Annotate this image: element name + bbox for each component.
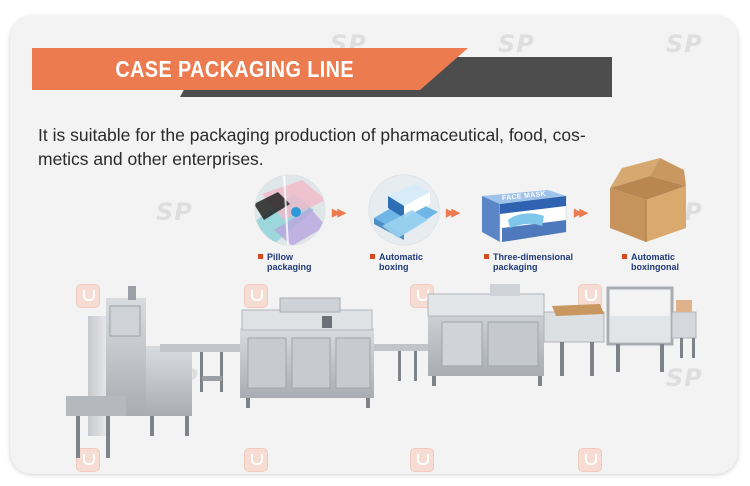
bullet-icon (258, 254, 263, 259)
arrow-right-icon: ▶▶ (574, 207, 588, 219)
watermark-logo-icon (76, 448, 100, 472)
automatic-boxing-machine (240, 297, 374, 408)
description-line: metics and other enterprises. (38, 149, 264, 169)
bullet-icon (622, 254, 627, 259)
title-banner: CASE PACKAGING LINE (32, 48, 468, 90)
three-dimensional-packaging-machine (427, 284, 545, 386)
bullet-icon (484, 254, 489, 259)
conveyor-belt (374, 344, 430, 381)
automatic-boxing-image (368, 174, 440, 246)
carton-box-image (610, 158, 686, 242)
page-title: CASE PACKAGING LINE (115, 55, 355, 82)
case-packing-machine (543, 286, 697, 376)
arrow-right-icon: ▶▶ (332, 207, 346, 219)
main-card: SP SP SP SP SP SP SP CASE PACKAGING LINE… (10, 16, 738, 474)
pillow-packaging-image (254, 174, 326, 246)
watermark-sp: SP (156, 198, 193, 226)
pillow-packaging-machine (66, 286, 192, 458)
watermark-logo-icon (244, 448, 268, 472)
watermark-sp: SP (498, 30, 535, 58)
watermark-logo-icon (410, 448, 434, 472)
watermark-sp: SP (666, 364, 703, 392)
watermark-logo-icon (244, 284, 268, 308)
face-mask-box-image (482, 190, 567, 243)
description: It is suitable for the packaging product… (38, 123, 678, 171)
description-line: It is suitable for the packaging product… (38, 125, 586, 145)
bullet-icon (370, 254, 375, 259)
watermark-logo-icon (76, 284, 100, 308)
arrow-right-icon: ▶▶ (446, 207, 460, 219)
watermark-sp: SP (666, 30, 703, 58)
conveyor-belt (160, 344, 240, 392)
production-line-illustration (66, 284, 697, 458)
watermark-logo-icon (578, 448, 602, 472)
